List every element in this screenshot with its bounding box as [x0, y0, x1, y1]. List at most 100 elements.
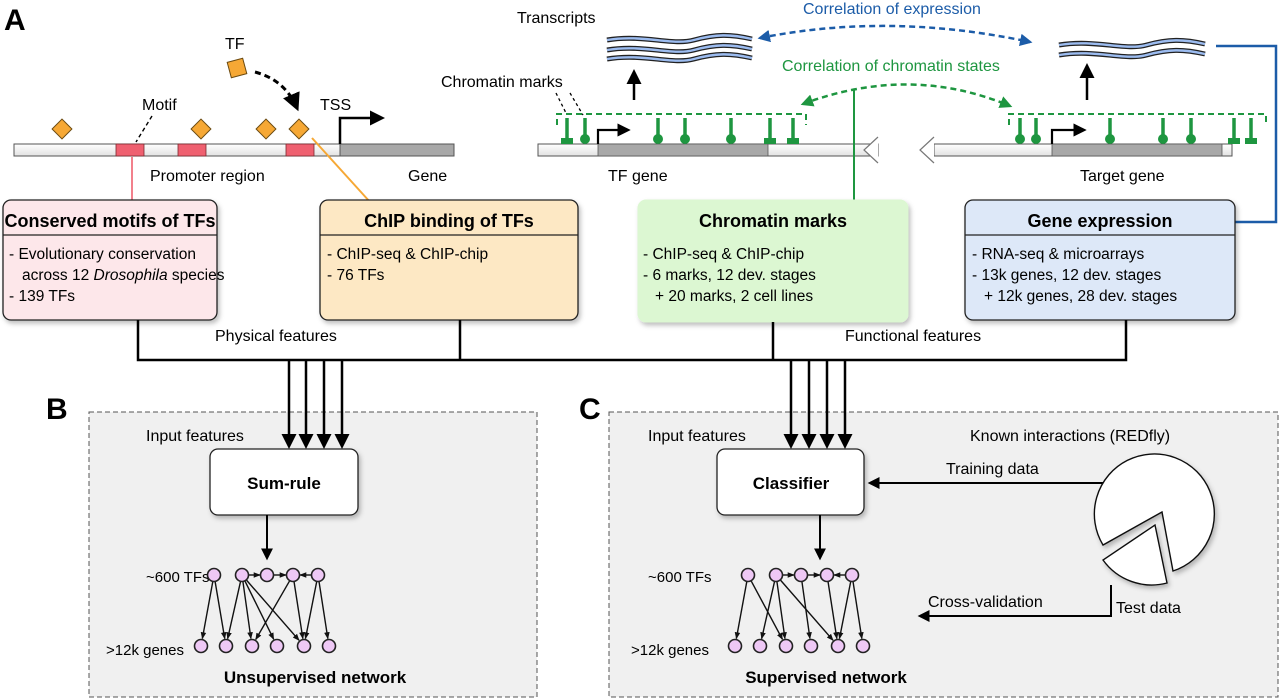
box-line: across 12 Drosophila species — [22, 267, 225, 284]
chromatin-marks — [561, 118, 1257, 144]
box-line: - 139 TFs — [9, 288, 75, 305]
chromatin-mark-pin-icon — [1228, 118, 1240, 144]
chromatin-mark-pin-icon — [764, 118, 776, 144]
tf-gene-label: TF gene — [608, 168, 668, 185]
training-data-label: Training data — [946, 461, 1039, 478]
regulatory-edge — [242, 581, 253, 640]
motif-label: Motif — [142, 97, 177, 114]
promoter-dna — [13, 143, 455, 157]
tfs-label-b: ~600 TFs — [146, 569, 210, 586]
gene-node — [752, 638, 768, 654]
regulatory-edge — [244, 580, 275, 640]
motif-site — [115, 143, 145, 157]
regulatory-edge — [801, 581, 812, 640]
cross-validation-label: Cross-validation — [928, 594, 1043, 611]
motif-site — [285, 143, 315, 157]
target-gene-tss-icon — [1050, 123, 1087, 144]
box-line: - Evolutionary conservation — [9, 246, 196, 263]
regulatory-edge — [303, 581, 318, 640]
motif-pointer — [135, 115, 153, 143]
tf-node — [768, 567, 784, 583]
box-line: - RNA-seq & microarrays — [972, 246, 1144, 263]
transcript-strand-fill — [606, 53, 753, 62]
chromatin-mark-pin-icon — [787, 118, 799, 144]
regulatory-edge — [226, 581, 242, 640]
target-transcripts-icon — [1058, 37, 1206, 60]
classifier-label: Classifier — [753, 474, 830, 493]
cross-validation-arrow — [917, 585, 1112, 622]
classifier-box — [716, 448, 865, 516]
tf-node — [819, 567, 835, 583]
tf-node — [793, 567, 809, 583]
known-interactions-label: Known interactions (REDfly) — [970, 428, 1170, 445]
regulatory-edge — [780, 579, 834, 641]
supervised-network — [727, 567, 871, 654]
tf-node — [740, 567, 756, 583]
regulatory-edge — [734, 581, 748, 640]
gene-node — [803, 638, 819, 654]
chromatin-mark-pin-icon — [1031, 118, 1041, 144]
regulatory-edge — [750, 580, 784, 641]
network-label-c: Supervised network — [745, 668, 907, 687]
chromatin-mark-pin-icon — [1105, 118, 1115, 144]
gene-node — [296, 638, 312, 654]
box-line: - ChIP-seq & ChIP-chip — [327, 246, 488, 263]
chromatin-marks-label: Chromatin marks — [441, 74, 563, 91]
gene-node — [269, 638, 285, 654]
sum-rule-label: Sum-rule — [247, 474, 321, 493]
chromatin-mark-pin-icon — [653, 118, 663, 144]
panel-label-a: A — [4, 4, 26, 37]
chromatin-bracket-target — [1008, 113, 1267, 125]
box-line: - 13k genes, 12 dev. stages — [972, 267, 1162, 284]
input-features-label-b: Input features — [146, 428, 244, 445]
tf-node — [285, 567, 301, 583]
unsupervised-network — [193, 567, 337, 654]
tf-diamond-icon — [255, 118, 277, 140]
corr-expression-arrow — [757, 24, 1033, 47]
regulatory-edge — [214, 581, 227, 640]
feature-box-chip: ChIP binding of TFs - ChIP-seq & ChIP-ch… — [319, 199, 579, 321]
promoter-label: Promoter region — [150, 168, 265, 185]
gene-node — [321, 638, 337, 654]
regulatory-edge — [776, 581, 787, 640]
tf-transcripts-icon — [606, 32, 753, 64]
break-icon — [863, 136, 879, 164]
input-features-label-c: Input features — [648, 428, 746, 445]
tf-node — [310, 567, 326, 583]
regulatory-edge — [760, 581, 776, 640]
transcript-strand-fill — [606, 34, 753, 43]
panel-label-b: B — [46, 393, 68, 426]
gene-node — [218, 638, 234, 654]
genes-label-b: >12k genes — [106, 642, 184, 659]
chromatin-mark-pin-icon — [580, 118, 590, 144]
corr-expression-label: Correlation of expression — [803, 1, 981, 18]
tf-diamond-icon — [190, 118, 212, 140]
box-line: - ChIP-seq & ChIP-chip — [643, 246, 804, 263]
chromatin-mark-pin-icon — [726, 118, 736, 144]
physical-features-label: Physical features — [215, 328, 337, 345]
tf-node — [844, 567, 860, 583]
feature-box-expression: Gene expression - RNA-seq & microarrays … — [964, 199, 1236, 321]
transcript-strand-fill — [1058, 39, 1206, 48]
gene-node — [244, 638, 260, 654]
chromatin-mark-pin-icon — [1245, 118, 1257, 144]
regulatory-edge — [827, 581, 839, 640]
box-line: + 12k genes, 28 dev. stages — [984, 288, 1177, 305]
tf-gene-tss-icon — [596, 123, 631, 144]
corr-chromatin-label: Correlation of chromatin states — [782, 58, 1000, 75]
tf-label: TF — [225, 36, 245, 53]
gene-node — [727, 638, 743, 654]
chromatin-mark-pin-icon — [561, 118, 573, 144]
transcript-strand-fill — [1058, 49, 1206, 58]
chromatin-bracket-tf — [556, 113, 807, 125]
box-title: Chromatin marks — [699, 211, 847, 231]
tf-node — [234, 567, 250, 583]
tf-diamond-icon — [51, 118, 73, 140]
training-slice — [1093, 453, 1216, 572]
corr-chromatin-arrow — [800, 83, 1013, 108]
box-title: Conserved motifs of TFs — [4, 211, 215, 231]
feature-bus — [136, 320, 1128, 362]
tf-binding-arrow — [254, 70, 300, 112]
chromatin-mark-pin-icon — [1015, 118, 1025, 144]
